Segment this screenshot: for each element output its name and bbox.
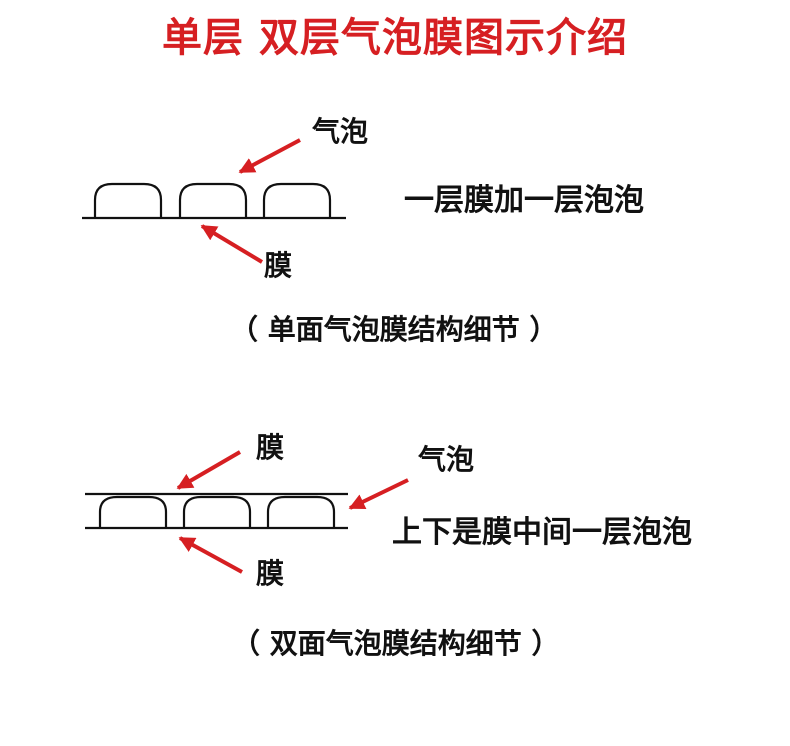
double-layer-structure xyxy=(85,492,348,530)
double-bottom-film-label: 膜 xyxy=(256,557,285,590)
page-title: 单层 双层气泡膜图示介绍 xyxy=(162,15,628,61)
double-top-film-label: 膜 xyxy=(256,431,285,464)
double-caption: （ 双面气泡膜结构细节 ） xyxy=(232,627,560,660)
double-bubble-label: 气泡 xyxy=(418,443,475,476)
single-film-arrow xyxy=(200,224,264,264)
double-bubble-3 xyxy=(266,495,336,528)
single-caption: （ 单面气泡膜结构细节 ） xyxy=(230,313,558,346)
single-bubble-arrow xyxy=(238,138,301,174)
single-bubble-2 xyxy=(178,182,248,218)
double-bottom-film-arrow xyxy=(178,536,243,574)
single-layer-structure xyxy=(82,182,346,220)
double-description: 上下是膜中间一层泡泡 xyxy=(392,515,692,550)
single-film-label: 膜 xyxy=(264,249,293,282)
double-bubble-2 xyxy=(182,495,252,528)
single-bubble-label: 气泡 xyxy=(312,115,369,148)
double-bubble-arrow xyxy=(348,478,409,510)
double-top-film-arrow xyxy=(176,450,242,490)
single-description: 一层膜加一层泡泡 xyxy=(404,183,644,218)
single-bubble-3 xyxy=(262,182,332,218)
double-bubble-1 xyxy=(98,495,168,528)
single-bubble-1 xyxy=(93,182,163,218)
